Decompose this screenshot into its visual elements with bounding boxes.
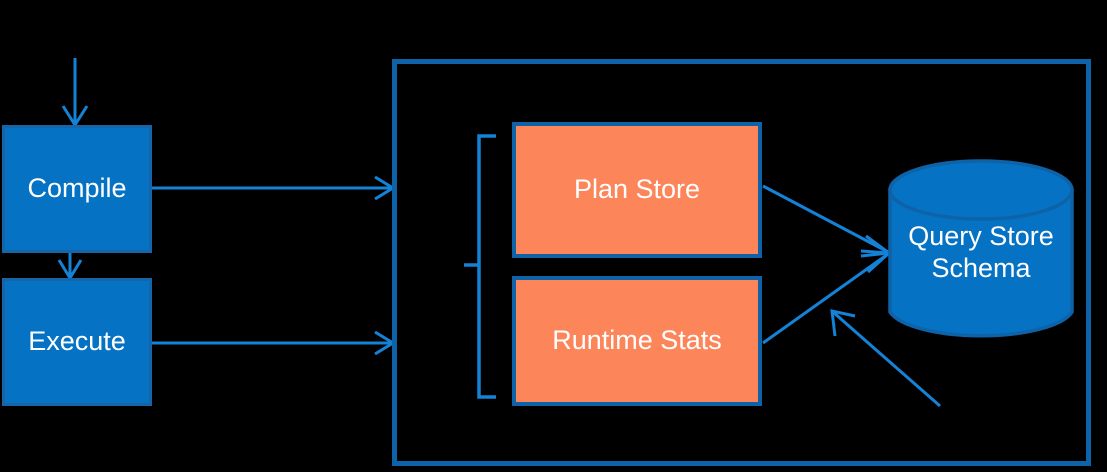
edge-compile-to-execute	[57, 253, 83, 281]
edge-plan-store-to-schema	[762, 184, 893, 258]
node-execute-shape[interactable]	[2, 278, 152, 406]
edge-runtime-stats-to-schema	[762, 249, 893, 345]
query-store-boundary	[392, 59, 1091, 466]
node-query-store-schema-shape[interactable]	[888, 159, 1074, 338]
node-runtime-stats-shape[interactable]	[512, 276, 762, 406]
node-plan-store-shape[interactable]	[512, 122, 762, 258]
node-compile-shape[interactable]	[2, 125, 152, 253]
connector-group	[57, 58, 941, 408]
edge-external-to-schema	[830, 309, 941, 408]
edge-execute-to-boundary	[152, 330, 396, 356]
edge-input-to-compile	[61, 58, 89, 128]
edge-compile-to-boundary	[152, 175, 396, 201]
store-group-bracket	[464, 134, 496, 399]
